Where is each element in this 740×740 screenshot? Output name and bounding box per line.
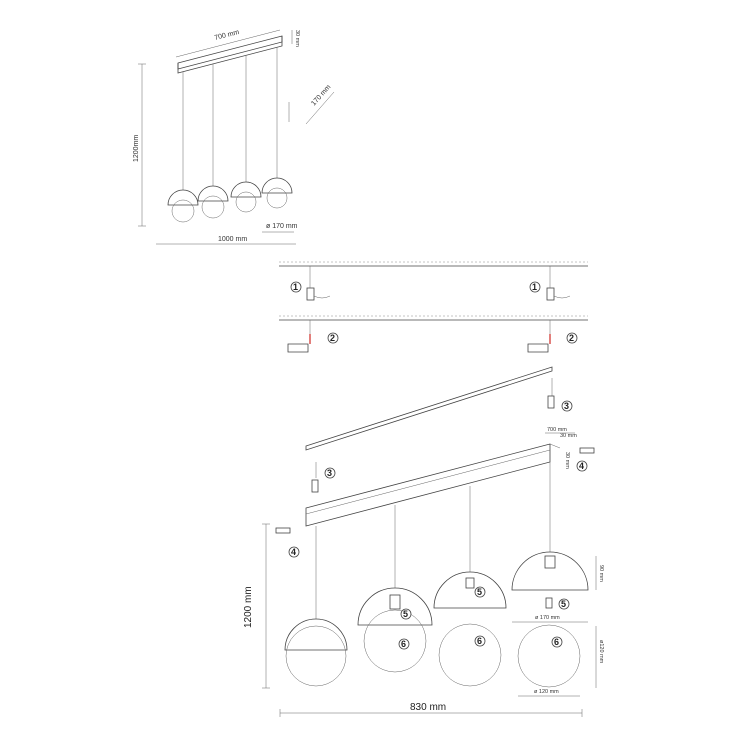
pendant-2: 5 6 bbox=[357, 587, 433, 673]
step-5-label: 5 bbox=[477, 587, 482, 597]
step-5-label: 5 bbox=[403, 609, 408, 619]
overview-canopy-depth-label: 170 mm bbox=[310, 84, 332, 108]
step-4-label-right: 4 bbox=[579, 461, 584, 471]
step-5-label: 5 bbox=[561, 599, 566, 609]
rail-height-label: 30 mm bbox=[560, 433, 577, 439]
overview-pendant bbox=[197, 185, 229, 219]
total-width-label: 830 mm bbox=[410, 702, 446, 713]
rail-assembly: 3 3 700 mm 30 mm 30 mm 4 4 bbox=[275, 366, 595, 620]
main-rail bbox=[305, 443, 551, 527]
overview-total-width-label: 1000 mm bbox=[218, 236, 247, 243]
shade-height-label: 90 mm bbox=[598, 565, 604, 582]
overview-shade-diameter-label: ø 170 mm bbox=[266, 223, 298, 230]
overview-canopy-length-label: 700 mm bbox=[214, 29, 240, 42]
step-1-label-left: 1 bbox=[293, 282, 298, 292]
canopy-side bbox=[177, 36, 283, 74]
pendant-3: 5 6 bbox=[433, 571, 507, 687]
overview-pendant bbox=[230, 181, 262, 213]
drop-height-label: 1200 mm bbox=[243, 586, 254, 628]
overview-drop-height-label: 1200mm bbox=[133, 135, 140, 162]
rail-side-height-label: 30 mm bbox=[564, 452, 570, 469]
overview-canopy-height-label: 30 mm bbox=[294, 30, 300, 47]
step-3-label-left: 3 bbox=[327, 468, 332, 478]
step-1-badge bbox=[290, 281, 302, 293]
ceiling-plate bbox=[305, 366, 553, 451]
step-4-label-left: 4 bbox=[291, 547, 296, 557]
overview-pendant bbox=[261, 177, 293, 209]
pendant-4: 5 6 90 mm ø 170 mm ø120 mm ø 120 mm bbox=[511, 551, 604, 697]
step-6-label: 6 bbox=[554, 637, 559, 647]
overall-dimensions: 1200 mm 830 mm bbox=[243, 523, 583, 717]
step-6-label: 6 bbox=[401, 639, 406, 649]
globe-diameter-label: ø 120 mm bbox=[534, 689, 559, 695]
overview-pendant bbox=[167, 189, 199, 223]
ceiling-section: 1 1 2 2 bbox=[279, 261, 588, 353]
step-2-label-right: 2 bbox=[569, 333, 574, 343]
overview-drawing: 700 mm 30 mm 170 mm 12 bbox=[133, 29, 335, 245]
step-6-label: 6 bbox=[477, 636, 482, 646]
shade-diameter-label: ø 170 mm bbox=[535, 615, 560, 621]
step-3-label-right: 3 bbox=[564, 401, 569, 411]
rail-length-label: 700 mm bbox=[547, 427, 567, 433]
pendant-1 bbox=[284, 618, 348, 687]
step-2-label-left: 2 bbox=[330, 333, 335, 343]
step-1-label-right: 1 bbox=[532, 282, 537, 292]
globe-height-label: ø120 mm bbox=[598, 640, 604, 664]
